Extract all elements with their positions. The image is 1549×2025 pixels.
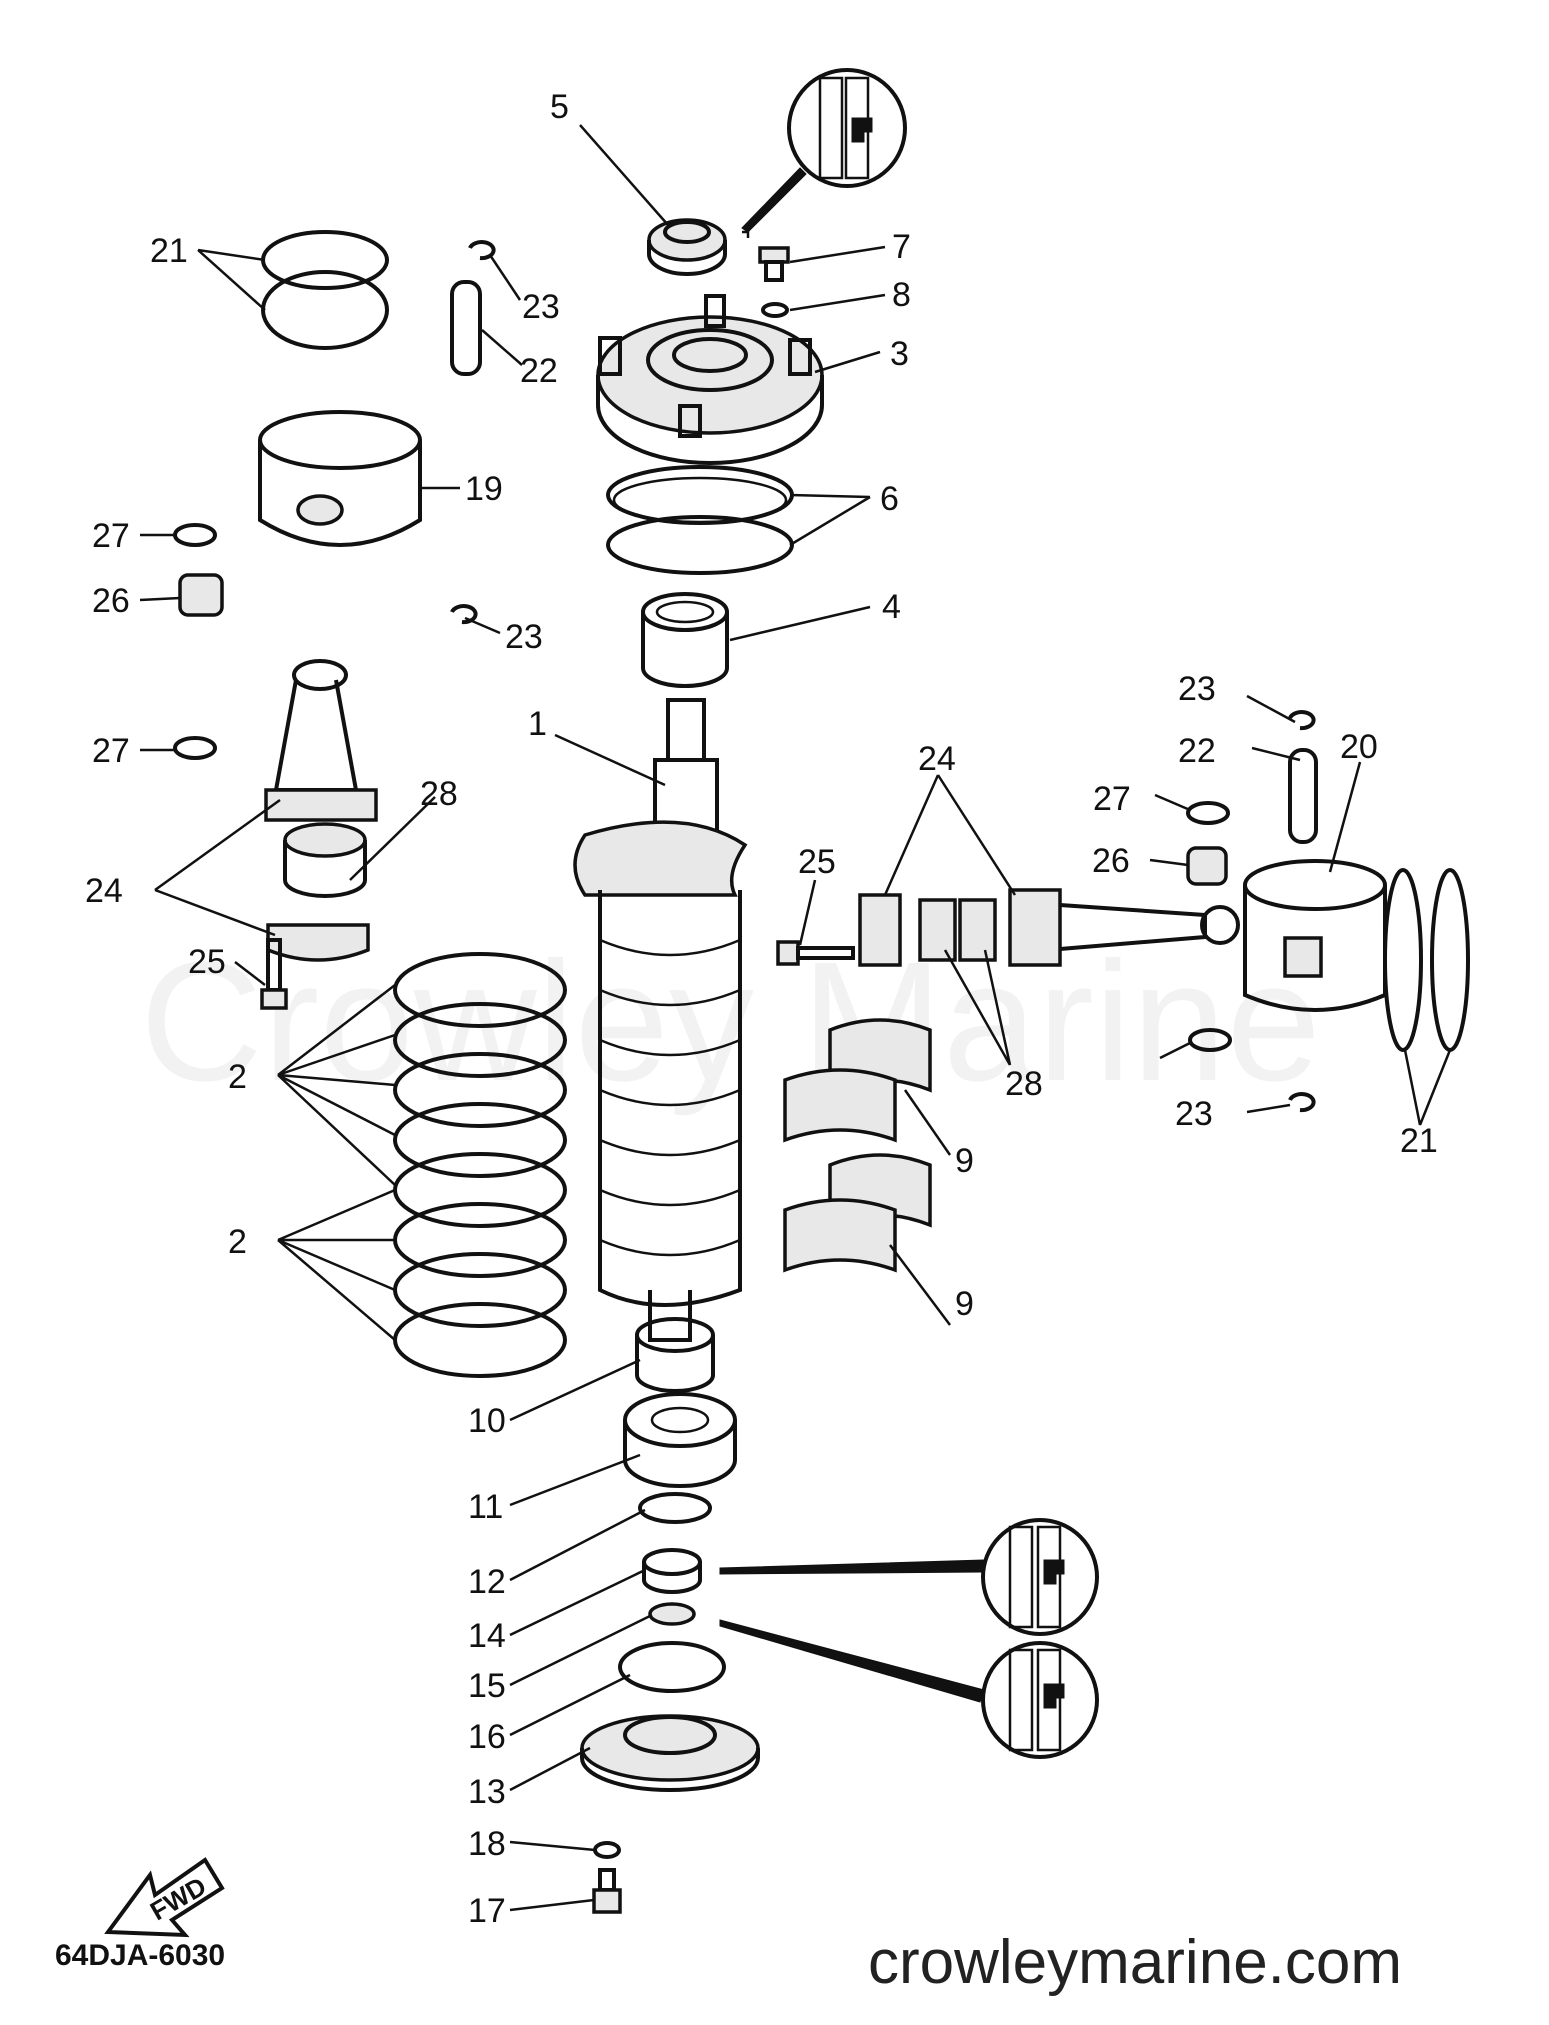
callout-19: 19 (465, 470, 503, 508)
callout-25-left: 25 (188, 943, 226, 981)
part-main-bearings-9b (783, 1153, 932, 1273)
part-washer-27c (1186, 801, 1230, 825)
part-needle-bearing-26a (178, 573, 224, 617)
part-rod-cap-right (858, 893, 902, 967)
callout-21-right: 21 (1400, 1122, 1438, 1160)
leader-lines (139, 124, 1452, 1912)
callout-4: 4 (882, 588, 901, 626)
callout-15: 15 (468, 1667, 506, 1705)
callout-16: 16 (468, 1718, 506, 1756)
part-bolt-25-left (260, 938, 288, 1010)
callout-23-mid: 23 (505, 618, 543, 656)
part-rod-bearing-28-right (918, 898, 997, 962)
callout-20: 20 (1340, 728, 1378, 766)
part-bearing-10 (635, 1317, 715, 1393)
part-seal-14 (642, 1548, 702, 1594)
part-washer-8 (761, 302, 789, 318)
part-ball-bearing-11 (623, 1392, 737, 1488)
callout-10: 10 (468, 1402, 506, 1440)
callout-24-right: 24 (918, 740, 956, 778)
detail-magnifier-top (741, 68, 907, 238)
drawing-code: 64DJA-6030 (55, 1939, 225, 1972)
callout-9-upper: 9 (955, 1142, 974, 1180)
callout-25-right: 25 (798, 843, 836, 881)
callout-22-right: 22 (1178, 732, 1216, 770)
part-oil-seal-top (647, 218, 727, 276)
callout-26-right: 26 (1092, 842, 1130, 880)
part-seal-rings-6 (606, 465, 794, 575)
part-seal-15 (648, 1602, 696, 1626)
part-lower-housing-13 (580, 1714, 760, 1792)
detail-magnifier-middle (719, 1518, 1099, 1636)
callout-8: 8 (892, 276, 911, 314)
callout-13: 13 (468, 1773, 506, 1811)
callout-9-lower: 9 (955, 1285, 974, 1323)
part-rod-cap-left (266, 923, 370, 962)
callout-11: 11 (468, 1488, 503, 1526)
part-washer-27a (173, 523, 217, 547)
callout-22-left: 22 (520, 352, 558, 390)
callout-24-left: 24 (85, 872, 123, 910)
part-main-bearings-9a (783, 1018, 932, 1143)
part-clip-23c (1288, 710, 1316, 731)
part-o-ring-16 (618, 1641, 726, 1693)
part-washer-18 (593, 1841, 621, 1859)
callout-27-right: 27 (1093, 780, 1131, 818)
part-bolt-7 (758, 246, 790, 282)
callout-7: 7 (892, 228, 911, 266)
part-connecting-rod-right (1008, 888, 1240, 967)
part-bolt-25-right (776, 940, 855, 966)
part-piston-20 (1243, 859, 1387, 1012)
part-clip-23b (450, 604, 478, 625)
part-piston-rings-21-left (261, 230, 389, 350)
callout-27-left-bottom: 27 (92, 732, 130, 770)
part-rod-bearing-28-left (283, 822, 367, 898)
callout-26-left: 26 (92, 582, 130, 620)
callout-labels: 1 2 2 3 4 5 6 7 8 9 9 10 11 12 13 14 15 … (85, 88, 1438, 1930)
callout-23-right-bottom: 23 (1175, 1095, 1213, 1133)
part-washer-27b (173, 736, 217, 760)
part-circlip-12 (638, 1492, 712, 1524)
callout-5: 5 (550, 88, 569, 126)
part-needle-bearing-4 (641, 592, 729, 688)
callout-28-left: 28 (420, 775, 458, 813)
callout-14: 14 (468, 1617, 506, 1655)
callout-21-left: 21 (150, 232, 188, 270)
part-connecting-rod-left (264, 659, 378, 822)
callout-23-right-top: 23 (1178, 670, 1216, 708)
part-clip-23d (1288, 1092, 1316, 1113)
part-needle-bearing-26b (1186, 846, 1228, 886)
callout-12: 12 (468, 1563, 506, 1601)
callout-2-upper: 2 (228, 1058, 247, 1096)
part-washer-27d (1188, 1028, 1232, 1052)
detail-magnifier-bottom (719, 1619, 1099, 1759)
part-piston-19 (258, 410, 422, 547)
part-piston-pin-22a (450, 280, 482, 376)
part-piston-rings-21-right (1383, 868, 1470, 1052)
callout-23-top: 23 (522, 288, 560, 326)
website-footer: crowleymarine.com (868, 1928, 1402, 1997)
callout-6: 6 (880, 480, 899, 518)
fwd-arrow-icon (104, 1857, 225, 1938)
part-upper-bearing-housing (596, 294, 824, 465)
callout-1: 1 (528, 705, 547, 743)
part-piston-pin-22b (1288, 748, 1318, 844)
part-crankshaft (573, 698, 748, 1342)
callout-2-lower: 2 (228, 1223, 247, 1261)
callout-28-right: 28 (1005, 1065, 1043, 1103)
callout-3: 3 (890, 335, 909, 373)
callout-18: 18 (468, 1825, 506, 1863)
callout-17: 17 (468, 1892, 506, 1930)
part-clip-23a (468, 240, 496, 261)
callout-27-left-top: 27 (92, 517, 130, 555)
part-bolt-17 (592, 1868, 622, 1914)
